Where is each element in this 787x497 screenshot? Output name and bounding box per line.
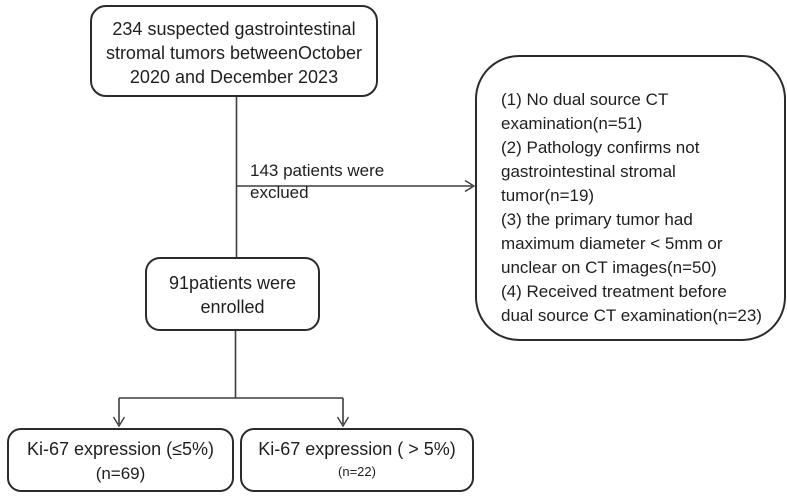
enrolled-patients-box: 91patients were enrolled	[145, 257, 320, 331]
ki67-high-label: Ki-67 expression ( > 5%)	[258, 439, 456, 459]
excluded-patients-label: 143 patients were exclued	[250, 161, 385, 202]
exclusion-criteria-box: (1) No dual source CT examination(n=51) …	[475, 55, 786, 341]
arrowhead-down-left-icon	[112, 416, 126, 428]
ki67-low-label: Ki-67 expression (≤5%)	[27, 439, 214, 459]
arrowhead-down-right-icon	[336, 416, 350, 428]
ki67-high-box: Ki-67 expression ( > 5%) (n=22)	[240, 428, 474, 492]
ki67-low-count: (n=69)	[95, 464, 146, 483]
suspected-patients-box: 234 suspected gastrointestinal stromal t…	[90, 5, 378, 97]
ki67-low-box: Ki-67 expression (≤5%) (n=69)	[7, 428, 234, 492]
ki67-high-count: (n=22)	[338, 464, 376, 479]
arrowhead-right-icon	[464, 179, 476, 193]
